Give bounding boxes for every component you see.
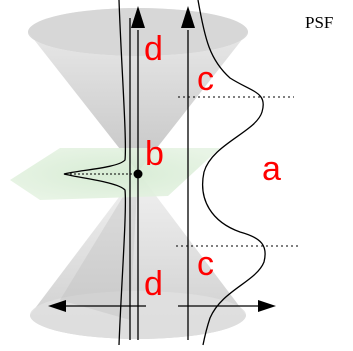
label-a: a xyxy=(262,150,281,188)
lateral-axis-right xyxy=(178,300,276,312)
z-axis xyxy=(129,18,139,340)
psf-cross-section-curve xyxy=(63,0,127,346)
psf-label: PSF xyxy=(305,13,333,32)
lateral-axis-left xyxy=(48,300,146,312)
label-c-bottom: c xyxy=(197,245,214,283)
label-b: b xyxy=(145,135,164,173)
label-d-top: d xyxy=(144,30,163,68)
psf-axial-profile-curve xyxy=(197,0,266,346)
lower-cone-shading xyxy=(60,172,138,320)
label-d-bottom: d xyxy=(144,265,163,303)
psf-profile-arrowhead xyxy=(181,6,195,28)
label-c-top: c xyxy=(197,60,214,98)
z-axis-arrowhead xyxy=(131,6,145,28)
